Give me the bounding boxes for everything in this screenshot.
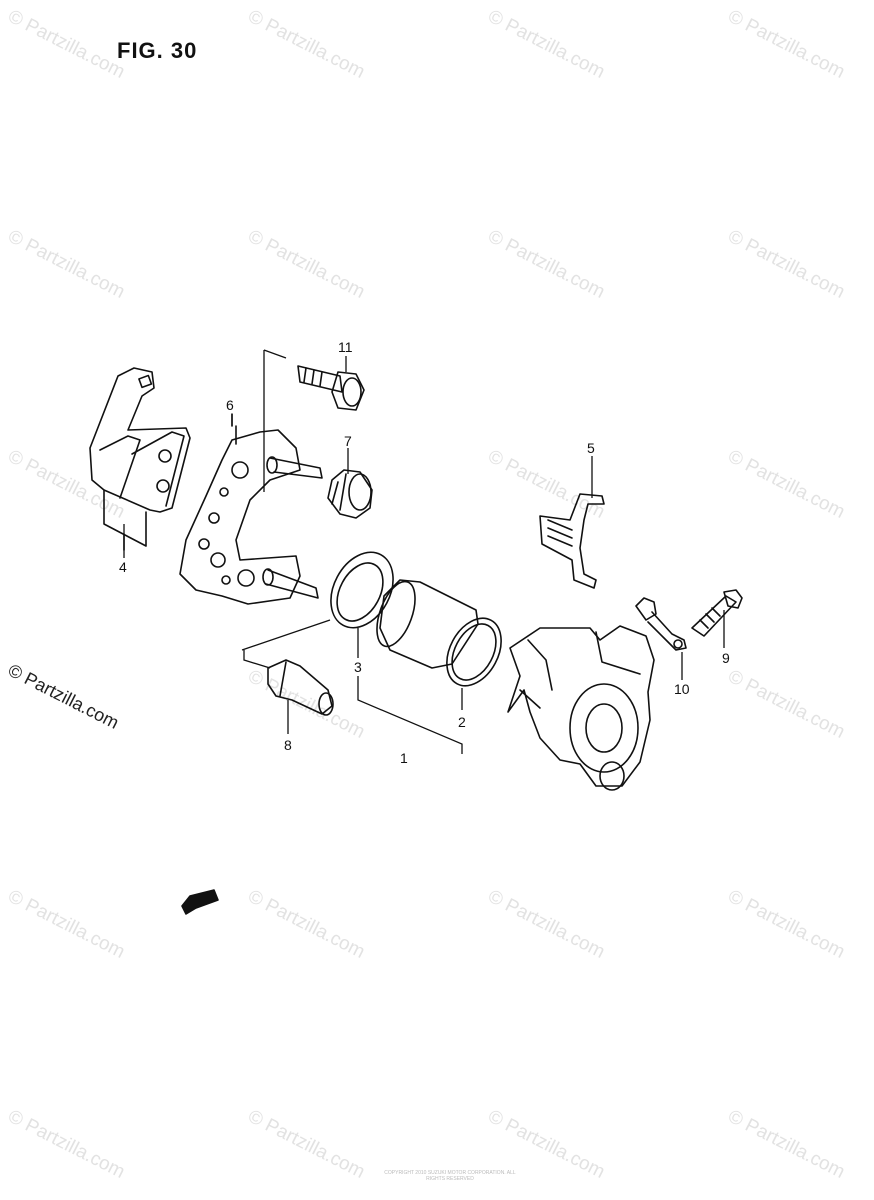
callout-11: 11 [338, 339, 353, 355]
piston-part-1 [376, 579, 479, 669]
boot-part-7 [327, 469, 373, 519]
figure-title: FIG. 30 [117, 38, 198, 63]
callout-1: 1 [400, 750, 408, 766]
caliper-bracket-part-6 [179, 413, 323, 605]
fwd-arrow-icon [181, 889, 219, 915]
callout-8: 8 [284, 737, 292, 753]
callout-9: 9 [722, 650, 730, 666]
bleeder-valve-part-9 [691, 589, 743, 637]
callout-7: 7 [344, 433, 352, 449]
footer-copyright: COPYRIGHT 2010 SUZUKI MOTOR CORPORATION.… [384, 1170, 516, 1182]
slide-pin-part-8 [267, 659, 334, 716]
bleeder-cap-part-10 [635, 597, 687, 651]
callout-3: 3 [354, 659, 362, 675]
callout-6: 6 [226, 397, 234, 413]
bolt-part-11 [297, 365, 365, 411]
caliper-body [507, 625, 655, 791]
dust-seal-part-2 [446, 617, 502, 687]
brake-pad-part-4 [89, 367, 191, 551]
callout-4: 4 [119, 559, 127, 575]
callout-10: 10 [674, 681, 690, 697]
callout-5: 5 [587, 440, 595, 456]
callout-2: 2 [458, 714, 466, 730]
pad-spring-part-5 [539, 493, 605, 589]
piston-seal-part-3 [330, 551, 394, 629]
